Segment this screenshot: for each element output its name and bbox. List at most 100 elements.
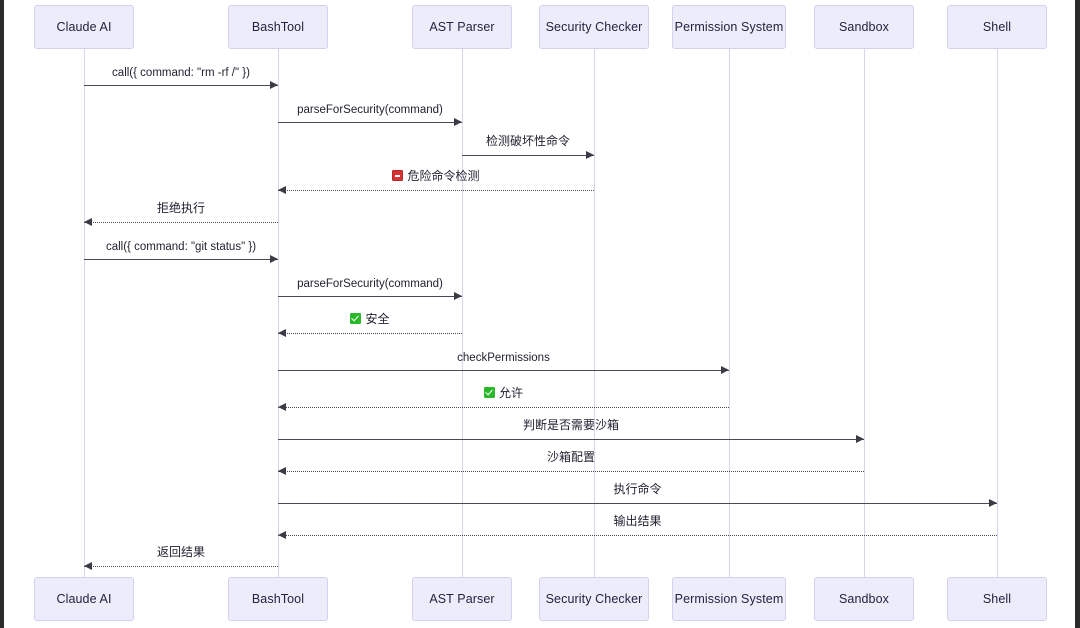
arrow-head-left-icon	[84, 562, 92, 570]
message-label-text: parseForSecurity(command)	[297, 278, 443, 290]
participant-ast[interactable]: AST Parser	[412, 5, 512, 49]
message-label-text: 执行命令	[613, 482, 662, 496]
lifeline-shell	[997, 49, 998, 577]
participant-label: AST Parser	[429, 592, 495, 606]
lifeline-ast	[462, 49, 463, 577]
message-label-text: 允许	[498, 386, 523, 400]
participant-label: BashTool	[251, 592, 305, 606]
message-line	[278, 407, 729, 408]
arrow-head-right-icon	[270, 81, 278, 89]
message-label: parseForSecurity(command)	[278, 278, 462, 290]
arrow-head-right-icon	[454, 292, 462, 300]
participant-sandbox[interactable]: Sandbox	[814, 577, 914, 621]
lifeline-permission	[729, 49, 730, 577]
lifeline-sandbox	[864, 49, 865, 577]
message-label-text: 安全	[365, 312, 390, 326]
arrow-head-right-icon	[721, 366, 729, 374]
participant-label: Shell	[982, 592, 1012, 606]
message-line	[84, 566, 278, 567]
participant-label: Claude AI	[56, 20, 112, 34]
message-label-text: 输出结果	[613, 514, 662, 528]
check-mark-icon	[350, 313, 362, 324]
message-label: call({ command: "git status" })	[84, 241, 278, 253]
message-label: 输出结果	[278, 512, 997, 529]
arrow-head-left-icon	[84, 218, 92, 226]
lifeline-bashtool	[278, 49, 279, 577]
participant-security[interactable]: Security Checker	[539, 5, 649, 49]
participant-label: Sandbox	[838, 592, 890, 606]
participant-label: Sandbox	[838, 20, 890, 34]
message-label: 沙箱配置	[278, 448, 864, 465]
message-line	[462, 155, 594, 156]
arrow-head-right-icon	[856, 435, 864, 443]
message-label: 返回结果	[84, 543, 278, 560]
message-label: 危险命令检测	[278, 167, 594, 184]
arrow-head-left-icon	[278, 403, 286, 411]
message-label-text: call({ command: "git status" })	[105, 241, 257, 253]
participant-claude[interactable]: Claude AI	[34, 5, 134, 49]
message-label-text: 拒绝执行	[156, 201, 205, 215]
message-line	[84, 85, 278, 86]
sequence-diagram-canvas: call({ command: "rm -rf /" }) parseForSec…	[4, 0, 1075, 628]
message-label: call({ command: "rm -rf /" })	[84, 67, 278, 79]
message-line	[278, 370, 729, 371]
participant-label: Claude AI	[56, 592, 112, 606]
left-edge-strip	[0, 0, 4, 628]
message-label-text: 检测破坏性命令	[485, 134, 570, 148]
message-line	[278, 535, 997, 536]
message-line	[84, 222, 278, 223]
message-line	[278, 122, 462, 123]
message-label: parseForSecurity(command)	[278, 104, 462, 116]
participant-label: BashTool	[251, 20, 305, 34]
message-label: 拒绝执行	[84, 199, 278, 216]
message-label: 允许	[278, 384, 729, 401]
message-line	[278, 296, 462, 297]
message-label: 判断是否需要沙箱	[278, 416, 864, 433]
participant-label: Security Checker	[545, 20, 643, 34]
participant-label: Permission System	[674, 592, 784, 606]
lifeline-claude	[84, 49, 85, 577]
message-label: checkPermissions	[278, 352, 729, 364]
participant-sandbox[interactable]: Sandbox	[814, 5, 914, 49]
message-label-text: checkPermissions	[457, 352, 550, 364]
arrow-head-right-icon	[454, 118, 462, 126]
message-line	[278, 471, 864, 472]
participant-permission[interactable]: Permission System	[672, 577, 786, 621]
message-line	[278, 439, 864, 440]
check-mark-icon	[483, 387, 495, 398]
participant-bashtool[interactable]: BashTool	[228, 5, 328, 49]
arrow-head-left-icon	[278, 467, 286, 475]
participant-claude[interactable]: Claude AI	[34, 577, 134, 621]
message-label-text: 沙箱配置	[546, 450, 595, 464]
message-label-text: 判断是否需要沙箱	[522, 418, 619, 432]
participant-label: AST Parser	[429, 20, 495, 34]
message-line	[278, 503, 997, 504]
message-line	[84, 259, 278, 260]
arrow-head-left-icon	[278, 186, 286, 194]
message-label: 安全	[278, 310, 462, 327]
arrow-head-left-icon	[278, 531, 286, 539]
message-label-text: parseForSecurity(command)	[297, 104, 443, 116]
participant-ast[interactable]: AST Parser	[412, 577, 512, 621]
lifeline-security	[594, 49, 595, 577]
right-edge-strip	[1075, 0, 1080, 628]
participant-permission[interactable]: Permission System	[672, 5, 786, 49]
participant-shell[interactable]: Shell	[947, 577, 1047, 621]
arrow-head-right-icon	[989, 499, 997, 507]
arrow-head-right-icon	[270, 255, 278, 263]
message-label-text: 危险命令检测	[407, 169, 480, 183]
participant-shell[interactable]: Shell	[947, 5, 1047, 49]
participant-security[interactable]: Security Checker	[539, 577, 649, 621]
message-label: 执行命令	[278, 480, 997, 497]
message-label-text: 返回结果	[156, 545, 205, 559]
participant-label: Security Checker	[545, 592, 643, 606]
message-label-text: call({ command: "rm -rf /" })	[112, 67, 250, 79]
message-line	[278, 333, 462, 334]
message-label: 检测破坏性命令	[462, 132, 594, 149]
participant-label: Shell	[982, 20, 1012, 34]
message-line	[278, 190, 594, 191]
prohibited-icon	[392, 170, 404, 181]
arrow-head-left-icon	[278, 329, 286, 337]
participant-bashtool[interactable]: BashTool	[228, 577, 328, 621]
arrow-head-right-icon	[586, 151, 594, 159]
